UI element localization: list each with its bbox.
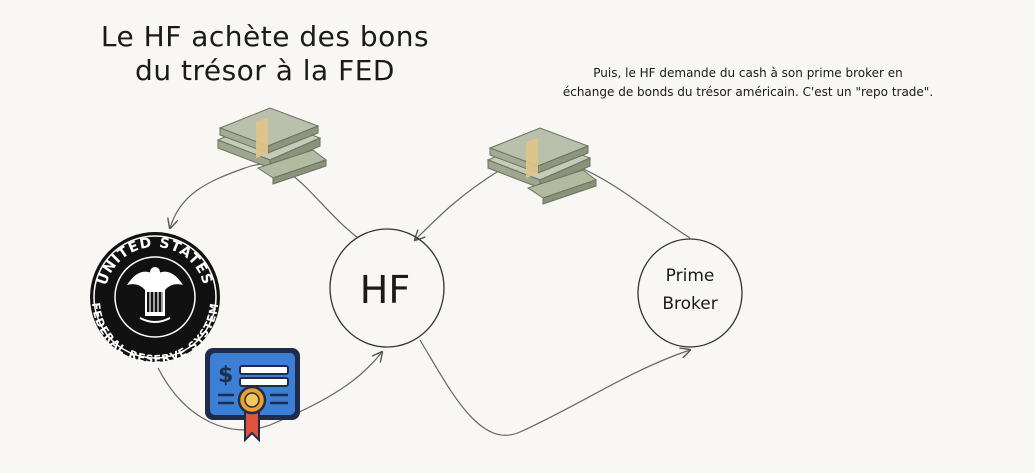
arrow-hf-to-pb — [419, 339, 690, 436]
prime-broker-label-line-2: Broker — [662, 294, 718, 314]
repo-trade-note: Puis, le HF demande du cash à son prime … — [478, 64, 1018, 102]
hf-node-label: HF — [359, 268, 411, 312]
note-line-2: échange de bonds du trésor américain. C'… — [562, 85, 934, 99]
prime-broker-node-circle — [637, 238, 743, 348]
bond-certificate-icon: $ — [205, 348, 300, 443]
note-line-1: Puis, le HF demande du cash à son prime … — [593, 66, 903, 80]
diagram-title: Le HF achète des bons du trésor à la FED — [70, 20, 460, 88]
arrow-fed-to-hf — [157, 352, 382, 431]
arrow-hf-to-fed — [170, 163, 359, 239]
certificate-symbol: $ — [218, 363, 233, 388]
cash-stack-icon — [486, 127, 598, 205]
hf-node-circle — [329, 228, 445, 348]
title-line-1: Le HF achète des bons — [100, 20, 430, 53]
title-line-2: du trésor à la FED — [135, 54, 395, 87]
prime-broker-label-line-1: Prime — [665, 266, 715, 286]
cash-stack-icon — [216, 107, 328, 185]
fed-seal-icon: UNITED STATES FEDERAL RESERVE SYSTEM — [89, 232, 220, 366]
